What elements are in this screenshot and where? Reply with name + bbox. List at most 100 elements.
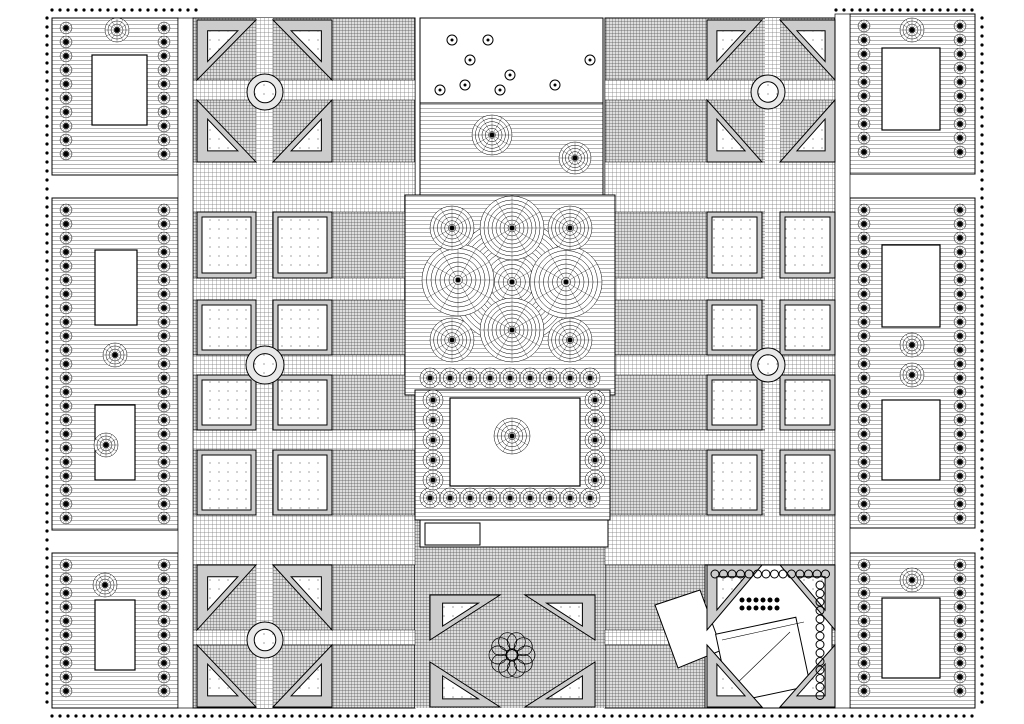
planter-bed (784, 304, 831, 351)
tree-trunk (861, 674, 867, 680)
planter-bed (201, 304, 252, 351)
bollard-dot (980, 52, 984, 56)
tree-trunk (161, 487, 167, 493)
bollard-dot (378, 714, 382, 718)
tree-trunk (957, 604, 963, 610)
tree-trunk (487, 495, 493, 501)
courtyard-lawn (881, 47, 941, 131)
rosette-center (505, 648, 519, 662)
shrub (753, 605, 759, 611)
bollard-dot (50, 8, 54, 12)
planter-bed (201, 454, 252, 511)
planter-bed (784, 454, 831, 511)
bollard-dot (154, 714, 158, 718)
tree-trunk (161, 207, 167, 213)
bollard-dot (45, 592, 49, 596)
tree-trunk (63, 137, 69, 143)
bollard-dot (980, 304, 984, 308)
bollard-dot (980, 241, 984, 245)
tree-trunk (957, 207, 963, 213)
tree-canopy-spoke (495, 200, 513, 229)
planter-bed (201, 216, 252, 274)
tree-canopy-spoke (561, 149, 576, 159)
tree-trunk (592, 417, 598, 423)
bollard-dot (980, 349, 984, 353)
tree-canopy-spoke (511, 329, 540, 347)
tree-trunk (161, 53, 167, 59)
tree-canopy-spoke (547, 281, 567, 314)
bollard-dot (45, 52, 49, 56)
tree-canopy-spoke (569, 320, 582, 341)
tree-canopy-spoke (534, 263, 567, 283)
tree-trunk (161, 109, 167, 115)
bollard-dot (674, 714, 678, 718)
tree-trunk (449, 225, 455, 231)
bollard-dot (66, 714, 70, 718)
bollard-dot (138, 714, 142, 718)
bollard-dot (170, 714, 174, 718)
tree-trunk (861, 660, 867, 666)
tree-trunk (861, 235, 867, 241)
bollard-dot (322, 714, 326, 718)
bollard-dot (82, 8, 86, 12)
planter-bed (716, 662, 747, 697)
tree-trunk (161, 590, 167, 596)
bollard-dot (418, 714, 422, 718)
tree-trunk (63, 403, 69, 409)
bollard-dot (45, 403, 49, 407)
tree-trunk (487, 375, 493, 381)
bollard-dot (386, 714, 390, 718)
bollard-dot (45, 223, 49, 227)
tree-canopy-spoke (558, 320, 571, 341)
bollard-dot (434, 714, 438, 718)
bollard-dot (946, 714, 950, 718)
planter-bed (290, 662, 322, 697)
bollard-dot (290, 714, 294, 718)
bollard-dot (980, 61, 984, 65)
bollard-dot (706, 714, 710, 718)
bollard-dot (730, 714, 734, 718)
bollard-dot (618, 714, 622, 718)
bollard-dot (562, 714, 566, 718)
tree-trunk (161, 674, 167, 680)
tree-trunk (161, 95, 167, 101)
planter-bed (544, 674, 583, 700)
bollard-dot (858, 714, 862, 718)
planter-bed (795, 576, 826, 612)
bollard-dot (45, 241, 49, 245)
bollard-dot (980, 511, 984, 515)
bollard-dot (682, 714, 686, 718)
bollard-dot (530, 714, 534, 718)
tree-trunk (527, 495, 533, 501)
tree-trunk (587, 495, 593, 501)
tree-canopy-spoke (550, 339, 571, 352)
tree-canopy-spoke (550, 216, 571, 229)
round-planter-bed (253, 353, 277, 377)
tree-trunk (114, 27, 120, 33)
tree-trunk (161, 417, 167, 423)
tree-trunk (447, 375, 453, 381)
bollard-dot (980, 358, 984, 362)
tree-trunk (861, 93, 867, 99)
bollard-dot (45, 115, 49, 119)
bollard-dot (138, 8, 142, 12)
tree-trunk (572, 155, 578, 161)
bollard-dot (45, 493, 49, 497)
bollard-dot (980, 484, 984, 488)
bollard-dot (106, 8, 110, 12)
bollard-dot (946, 8, 950, 12)
bollard-dot (522, 714, 526, 718)
tree-canopy-spoke (496, 426, 513, 437)
tree-trunk (63, 53, 69, 59)
tree-trunk (509, 327, 515, 333)
bollard-dot (980, 583, 984, 587)
bollard-dot (980, 646, 984, 650)
bollard-dot (980, 520, 984, 524)
tree-canopy-spoke (491, 124, 510, 136)
bollard-dot (114, 8, 118, 12)
tree-trunk (161, 459, 167, 465)
bollard-dot (810, 714, 814, 718)
bollard-dot (506, 714, 510, 718)
tree-canopy-spoke (495, 227, 513, 256)
bollard-dot (45, 358, 49, 362)
